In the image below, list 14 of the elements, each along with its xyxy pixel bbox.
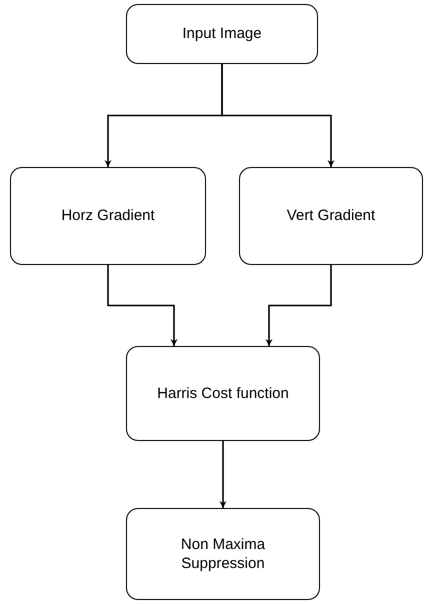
- box-label: Input Image: [182, 24, 262, 44]
- process-box: [126, 4, 318, 64]
- arrow: [220, 441, 226, 508]
- box-label: Harris Cost function: [157, 384, 289, 404]
- box-label: Vert Gradient: [286, 206, 376, 226]
- box-label: Horz Gradient: [61, 206, 155, 226]
- process-box: [126, 346, 320, 441]
- arrow: [266, 265, 332, 346]
- arrow: [107, 265, 178, 346]
- process-box: [10, 167, 206, 265]
- arrow: [221, 64, 334, 167]
- process-box: [126, 508, 320, 600]
- process-box: [239, 167, 423, 265]
- box-label: Non Maxima Suppression: [180, 534, 266, 574]
